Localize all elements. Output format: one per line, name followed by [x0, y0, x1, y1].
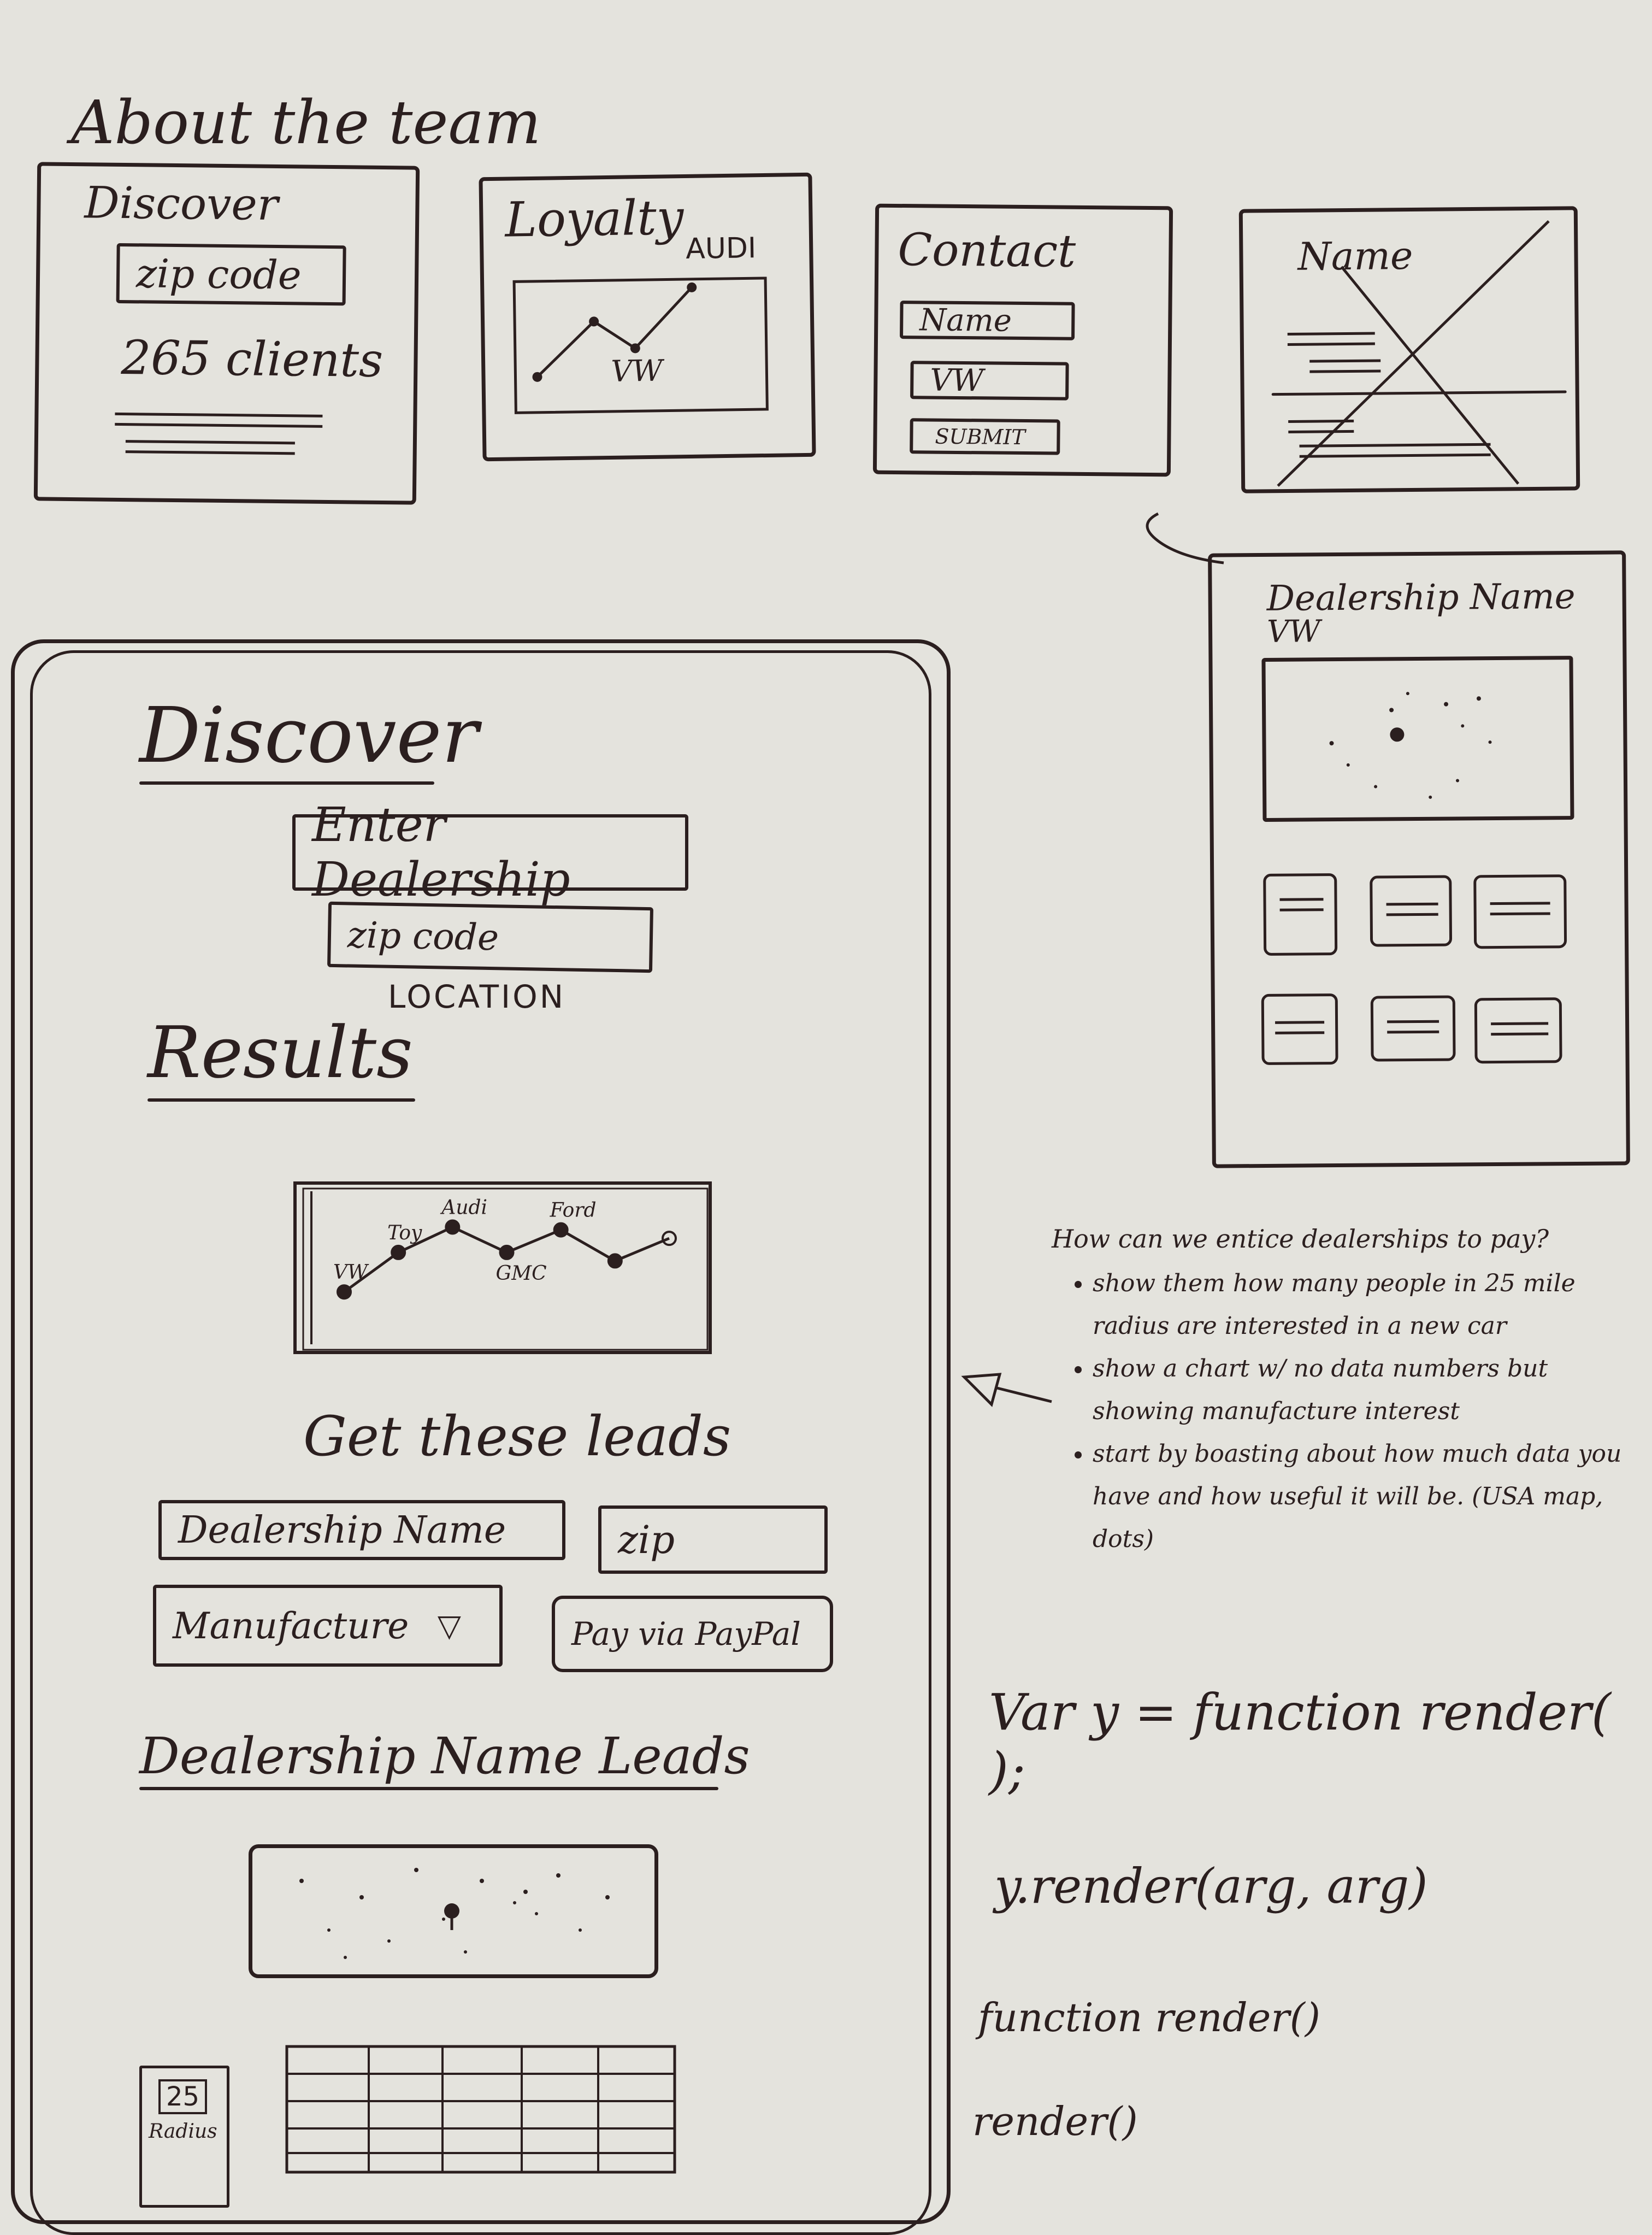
data-point [499, 1244, 515, 1260]
name-card[interactable]: Name [1238, 206, 1580, 493]
card-title: Discover [84, 177, 279, 230]
data-point [607, 1253, 623, 1269]
zip-input[interactable]: zip [598, 1505, 828, 1574]
text-placeholder [115, 412, 323, 428]
text-placeholder [1387, 1020, 1439, 1034]
text-placeholder [1490, 902, 1550, 916]
data-point [445, 1219, 461, 1235]
dealership-tile[interactable] [1261, 993, 1338, 1066]
connector-line [1146, 512, 1224, 564]
code-line-3: function render() [978, 1995, 1320, 2040]
dealership-leads-heading: Dealership Name Leads [139, 1727, 750, 1785]
dealership-tile[interactable] [1474, 997, 1562, 1064]
brand-field[interactable]: VW [910, 361, 1069, 401]
notes-list: show them how many people in 25 mile rad… [1071, 1262, 1652, 1561]
manufacture-select[interactable]: Manufacture ▽ [153, 1585, 503, 1667]
radius-label: Radius [149, 2120, 217, 2143]
heading-underline [139, 1787, 718, 1790]
point-label: VW [333, 1261, 369, 1284]
cross-out-icon [1277, 220, 1550, 487]
name-field[interactable]: Name [900, 301, 1075, 340]
point-label: Toy [387, 1222, 422, 1244]
point-label: Audi [440, 1196, 487, 1219]
text-placeholder [1491, 1022, 1549, 1036]
client-count: 265 clients [120, 330, 384, 388]
code-line-2: y.render(arg, arg) [994, 1858, 1428, 1914]
manufacture-select-label: Manufacture [173, 1604, 409, 1647]
leads-map [249, 1844, 658, 1978]
data-point [553, 1222, 569, 1238]
location-label: LOCATION [388, 978, 566, 1015]
arrow-icon [961, 1373, 1052, 1407]
zip-code-input[interactable]: zip code [327, 901, 654, 973]
text-placeholder [1279, 898, 1324, 911]
dealership-title: Dealership Name [1266, 576, 1576, 619]
notes-bullet: start by boasting about how much data yo… [1093, 1433, 1652, 1561]
dealership-panel: Dealership Name VW [1208, 550, 1630, 1168]
dealership-tile[interactable] [1370, 875, 1453, 947]
heading-underline [139, 781, 434, 785]
map-dots [299, 1868, 610, 1959]
text-placeholder [1275, 1021, 1325, 1034]
results-heading: Results [148, 1011, 413, 1094]
data-point [662, 1231, 677, 1246]
notes-bullet: show them how many people in 25 mile rad… [1093, 1262, 1652, 1348]
discover-heading: Discover [139, 691, 479, 780]
card-title: Loyalty [504, 189, 685, 248]
data-point [337, 1284, 352, 1300]
code-line-4: render() [972, 2098, 1138, 2144]
pay-via-paypal-button[interactable]: Pay via PayPal [552, 1596, 833, 1672]
series-label-vw: VW [610, 353, 663, 389]
map-dots [1329, 692, 1492, 799]
loyalty-card[interactable]: Loyalty AUDI VW [479, 172, 816, 462]
text-placeholder [125, 440, 295, 455]
radius-control[interactable]: 25 Radius [139, 2066, 229, 2208]
leads-table [285, 2045, 676, 2174]
enter-dealership-input[interactable]: Enter Dealership [292, 798, 688, 907]
text-placeholder [1386, 902, 1438, 916]
notes-question: How can we entice dealerships to pay? [1052, 1224, 1549, 1254]
dropdown-triangle-icon: ▽ [437, 1608, 461, 1644]
dealership-name-input[interactable]: Dealership Name [158, 1500, 565, 1560]
series-label-audi: AUDI [685, 232, 757, 266]
contact-card[interactable]: Contact Name VW SUBMIT [872, 203, 1173, 477]
card-title: Contact [898, 224, 1076, 278]
heading-underline [148, 1098, 415, 1102]
discover-card[interactable]: Discover zip code 265 clients [33, 162, 420, 505]
zip-code-input[interactable]: zip code [116, 243, 346, 306]
page-title: About the team [71, 87, 541, 157]
dealership-subtitle: VW [1266, 614, 1321, 650]
dealership-tile[interactable] [1370, 995, 1456, 1062]
point-label: GMC [496, 1262, 547, 1285]
submit-button[interactable]: SUBMIT [910, 418, 1060, 455]
dealership-map [1261, 656, 1574, 822]
radius-value: 25 [158, 2079, 208, 2114]
point-label: Ford [550, 1199, 597, 1222]
leads-heading: Get these leads [303, 1404, 731, 1468]
loyalty-chart [512, 277, 769, 414]
code-line-1: Var y = function render( ); [989, 1683, 1611, 1800]
dealership-tile[interactable] [1473, 874, 1567, 949]
notes-bullet: show a chart w/ no data numbers but show… [1093, 1348, 1652, 1433]
dealership-tile[interactable] [1263, 873, 1338, 956]
data-point [391, 1244, 406, 1260]
